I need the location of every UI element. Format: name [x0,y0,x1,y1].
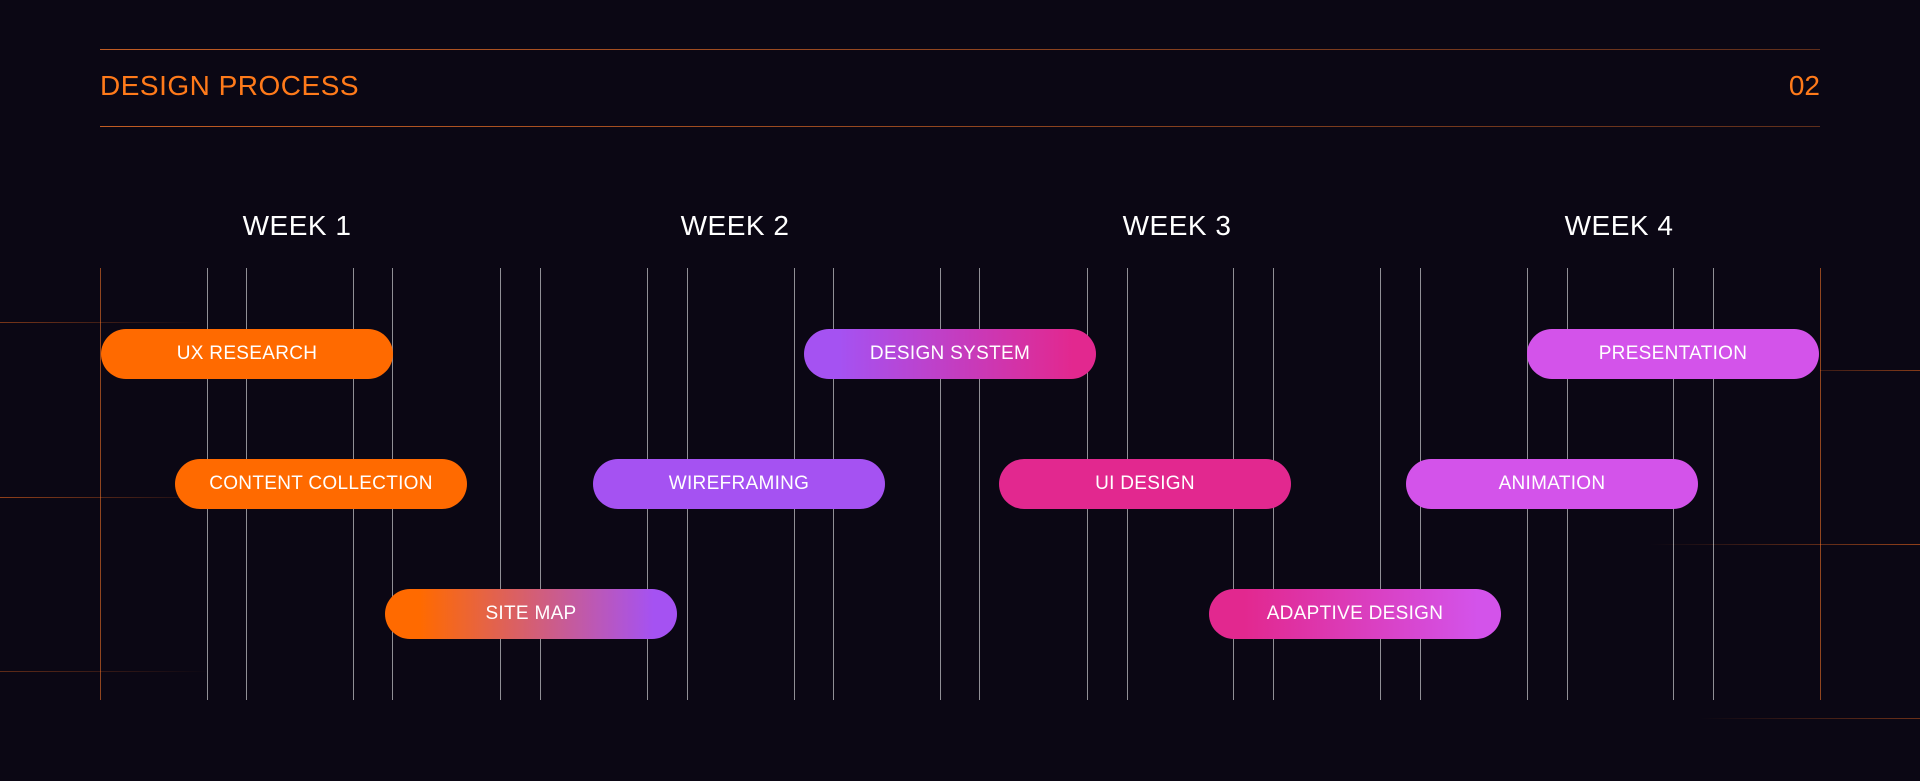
task-label: CONTENT COLLECTION [209,473,433,494]
deco-line-right-2 [1650,544,1920,545]
task-design-system: DESIGN SYSTEM [804,329,1096,379]
deco-line-right-1 [1820,370,1920,371]
task-ui-design: UI DESIGN [999,459,1291,509]
task-animation: ANIMATION [1406,459,1698,509]
week-label-2: WEEK 2 [680,210,790,241]
task-label: SITE MAP [485,603,577,624]
task-label: ADAPTIVE DESIGN [1266,603,1444,624]
task-content-collection: CONTENT COLLECTION [175,459,467,509]
task-label: UI DESIGN [1095,473,1195,494]
header-top-rule [100,49,1820,50]
deco-line-right-3 [1700,718,1920,719]
grid-line [1820,268,1821,700]
grid-line [979,268,980,700]
deco-line-left-3 [0,671,210,672]
task-label: DESIGN SYSTEM [869,343,1031,364]
task-label: PRESENTATION [1598,343,1748,364]
task-label: ANIMATION [1498,473,1606,494]
week-label-4: WEEK 4 [1564,210,1674,241]
grid-line [100,268,101,700]
week-label-1: WEEK 1 [242,210,352,241]
task-label: UX RESEARCH [176,343,318,364]
page-number: 02 [1788,70,1820,101]
task-label: WIREFRAMING [668,473,810,494]
grid-line [940,268,941,700]
header-bottom-rule [100,126,1820,127]
task-ux-research: UX RESEARCH [101,329,393,379]
grid-line [1713,268,1714,700]
task-adaptive-design: ADAPTIVE DESIGN [1209,589,1501,639]
task-wireframing: WIREFRAMING [593,459,885,509]
grid-line [500,268,501,700]
task-site-map: SITE MAP [385,589,677,639]
week-label-3: WEEK 3 [1122,210,1232,241]
grid-line [540,268,541,700]
page-title: DESIGN PROCESS [100,70,360,101]
task-presentation: PRESENTATION [1527,329,1819,379]
grid-line [1380,268,1381,700]
deco-line-left-2 [0,497,180,498]
